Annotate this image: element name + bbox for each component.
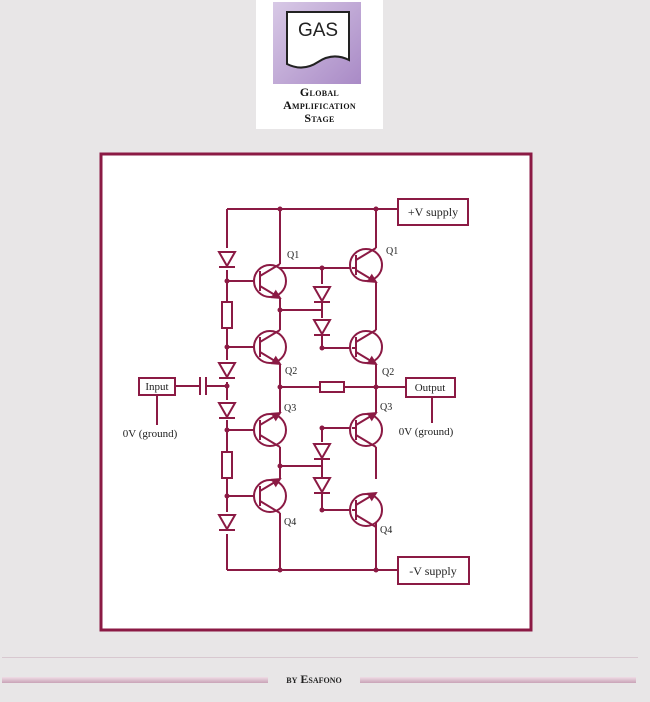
transistor-q4-right [349,491,383,528]
supply-minus-box: -V supply [397,556,470,585]
label-q1-right: Q1 [386,246,398,257]
transistor-q1-right [349,247,383,284]
label-q3-right: Q3 [380,402,392,413]
label-q1-left: Q1 [287,250,299,261]
diode-mid-1 [312,286,332,318]
footer-credit: by Esafono [268,672,360,686]
transistor-q4-left [253,477,287,514]
transistors [253,247,383,528]
label-q3-left: Q3 [284,403,296,414]
logo-title: Global Amplification Stage [256,86,383,125]
ground-label-left: 0V (ground) [123,428,178,440]
label-q4-right: Q4 [380,525,392,536]
transistor-q2-left [253,329,287,366]
transistor-q3-left [253,411,287,448]
diodes [217,251,332,532]
diode-mid-3 [312,443,332,477]
circuit-wires [156,208,433,571]
diode-left-1 [217,251,237,269]
diode-mid-4 [312,477,332,496]
logo-line-2: Amplification [283,98,356,112]
diode-left-4 [217,514,237,532]
diode-left-2 [217,362,237,380]
footer-top-divider [2,657,638,658]
supply-plus-box: +V supply [397,198,469,226]
resistor-output [319,381,345,393]
transistor-q1-left [253,263,287,300]
label-q4-left: Q4 [284,517,296,528]
logo-line-3: Stage [304,111,335,125]
output-box: Output [405,377,456,398]
transistor-q2-right [349,329,383,366]
logo-document-icon: GAS [286,11,350,69]
output-label: Output [415,382,446,394]
resistors [221,301,345,479]
logo-card: GAS Global Amplification Stage [256,0,383,129]
logo-badge-text: GAS [298,20,338,41]
input-box: Input [138,377,176,396]
label-q2-right: Q2 [382,367,394,378]
input-label: Input [145,381,168,393]
diode-left-3 [217,402,237,420]
junction-dots [224,206,379,573]
ground-label-right: 0V (ground) [399,426,454,438]
transistor-q3-right [349,411,383,448]
minus-supply-label: -V supply [409,564,456,578]
logo-line-1: Global [299,85,340,99]
logo-badge: GAS [273,2,361,84]
input-capacitor [199,377,207,395]
resistor-left-lower [221,451,233,479]
diode-mid-2 [312,319,332,340]
resistor-left-upper [221,301,233,329]
label-q2-left: Q2 [285,366,297,377]
plus-supply-label: +V supply [408,205,458,219]
